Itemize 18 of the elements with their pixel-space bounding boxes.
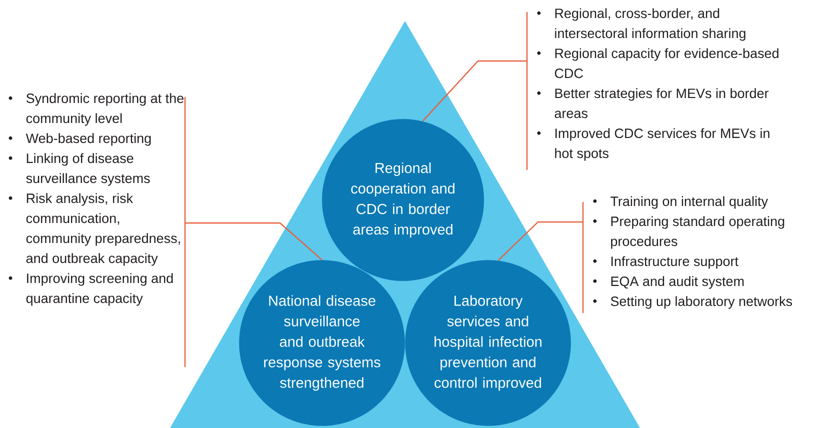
connector-line (498, 221, 583, 261)
bullet-item: Syndromic reporting at the community level (8, 93, 184, 126)
bullet-item: Regional capacity for evidence-based CDC (537, 48, 778, 78)
connector-line (422, 60, 527, 122)
bullet-item: Improved CDC services for MEVs in hot spots (537, 128, 770, 161)
bullet-item: Linking of disease surveillance systems (8, 153, 150, 186)
bullet-item: EQA and audit system (593, 276, 744, 289)
bullet-item: Better strategies for MEVs in border areas (537, 88, 769, 118)
bullet-item: Training on internal quality (593, 196, 768, 209)
bullet-item: Infrastructure support (593, 256, 738, 269)
bullet-item: Preparing standard operating procedures (593, 216, 784, 249)
node-label: Regional cooperation and CDC in border areas improved (351, 162, 454, 238)
bullet-item: Regional, cross-border, and intersectoral information sharing (537, 8, 746, 41)
bullet-item: Risk analysis, risk communication, community preparedness, and outbreak capacity (8, 193, 180, 266)
bullet-item: Improving screening and quarantine capacity (8, 273, 173, 306)
bullet-item: Web-based reporting (8, 133, 151, 146)
connector-line (185, 222, 322, 260)
bullet-item: Setting up laboratory networks (593, 296, 792, 309)
